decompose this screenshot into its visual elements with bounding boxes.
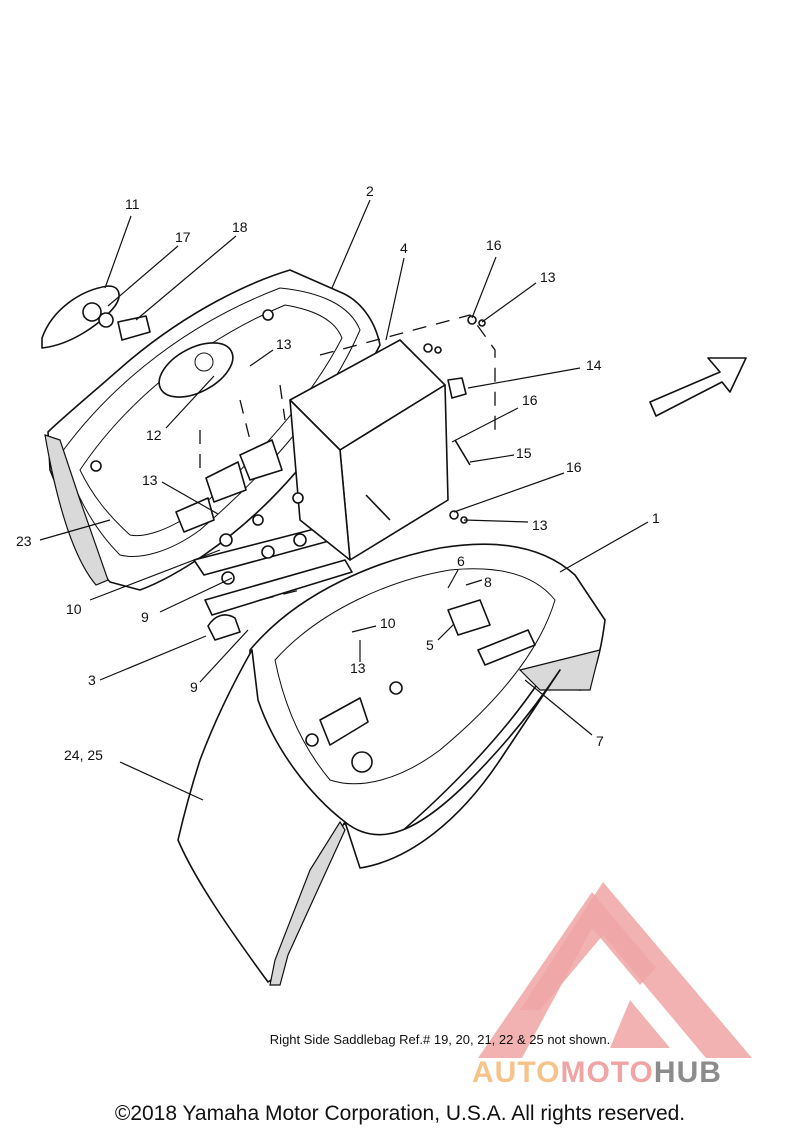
watermark-part-hub: HUB xyxy=(653,1056,722,1089)
callout-16b: 16 xyxy=(522,392,538,408)
watermark-part-moto: MOTO xyxy=(560,1056,654,1089)
callout-labels: 11 17 18 2 4 16 13 13 14 16 12 15 16 13 … xyxy=(16,183,660,763)
arrow-icon xyxy=(649,357,747,417)
callout-2: 2 xyxy=(366,183,374,199)
callout-18: 18 xyxy=(232,219,248,235)
callout-23: 23 xyxy=(16,533,32,549)
callout-6: 6 xyxy=(457,553,465,569)
callout-14: 14 xyxy=(586,357,602,373)
callout-13b: 13 xyxy=(276,336,292,352)
callout-15: 15 xyxy=(516,445,532,461)
callout-12: 12 xyxy=(146,427,162,443)
watermark-part-auto: AUTO xyxy=(472,1056,561,1089)
callout-17: 17 xyxy=(175,229,191,245)
latch-assembly xyxy=(41,285,151,349)
inner-box xyxy=(289,339,449,561)
automotohub-logo-icon xyxy=(478,882,752,1058)
callout-5: 5 xyxy=(426,637,434,653)
copyright-notice: ©2018 Yamaha Motor Corporation, U.S.A. A… xyxy=(114,1102,686,1125)
callout-11: 11 xyxy=(125,196,140,212)
callout-8: 8 xyxy=(484,574,492,590)
callout-9b: 9 xyxy=(190,679,198,695)
callout-13d: 13 xyxy=(142,472,158,488)
callout-13e: 13 xyxy=(350,660,366,676)
callout-10a: 10 xyxy=(66,601,82,617)
outer-cover xyxy=(177,649,561,986)
callout-9a: 9 xyxy=(141,609,149,625)
leader-lines xyxy=(39,199,649,801)
callout-13a: 13 xyxy=(540,269,556,285)
callout-24-25: 24, 25 xyxy=(64,747,103,763)
saddlebag-case xyxy=(249,543,606,851)
watermark-text: AUTOMOTOHUB xyxy=(472,1056,722,1090)
callout-7: 7 xyxy=(596,733,604,749)
fasteners xyxy=(219,315,486,648)
callout-13c: 13 xyxy=(532,517,548,533)
callout-16a: 16 xyxy=(486,237,502,253)
callout-3: 3 xyxy=(88,672,96,688)
diagram-note: Right Side Saddlebag Ref.# 19, 20, 21, 2… xyxy=(269,1032,611,1047)
callout-16c: 16 xyxy=(566,459,582,475)
callout-10b: 10 xyxy=(380,615,396,631)
callout-4: 4 xyxy=(400,240,408,256)
callout-1: 1 xyxy=(652,510,660,526)
